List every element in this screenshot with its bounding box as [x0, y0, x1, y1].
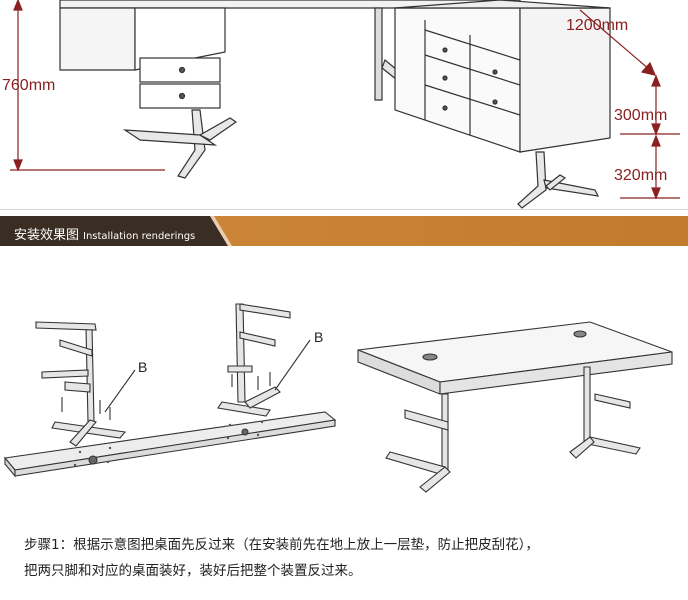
section-banner	[0, 216, 688, 246]
banner-title-en: Installation renderings	[83, 231, 196, 242]
desk-dimension-diagram: 760mm 1200mm 300mm 320mm	[0, 0, 688, 210]
upper-leg-300-label: 300mm	[614, 107, 667, 124]
height-760-label: 760mm	[2, 77, 55, 94]
part-b-label-right: B	[314, 329, 323, 345]
width-1200-label: 1200mm	[566, 17, 628, 34]
instruction-text: 步骤1：根据示意图把桌面先反过来（在安装前先在地上放上一层垫，防止把皮刮花）， …	[24, 532, 674, 584]
instruction-line-2: 把两只脚和对应的桌面装好，装好后把整个装置反过来。	[24, 563, 362, 579]
banner-title-cn: 安装效果图	[14, 228, 80, 243]
lower-leg-320-label: 320mm	[614, 167, 667, 184]
part-b-label-left: B	[138, 359, 147, 375]
installation-diagram: B B	[3, 303, 673, 493]
instruction-line-1: 步骤1：根据示意图把桌面先反过来（在安装前先在地上放上一层垫，防止把皮刮花），	[24, 537, 539, 553]
